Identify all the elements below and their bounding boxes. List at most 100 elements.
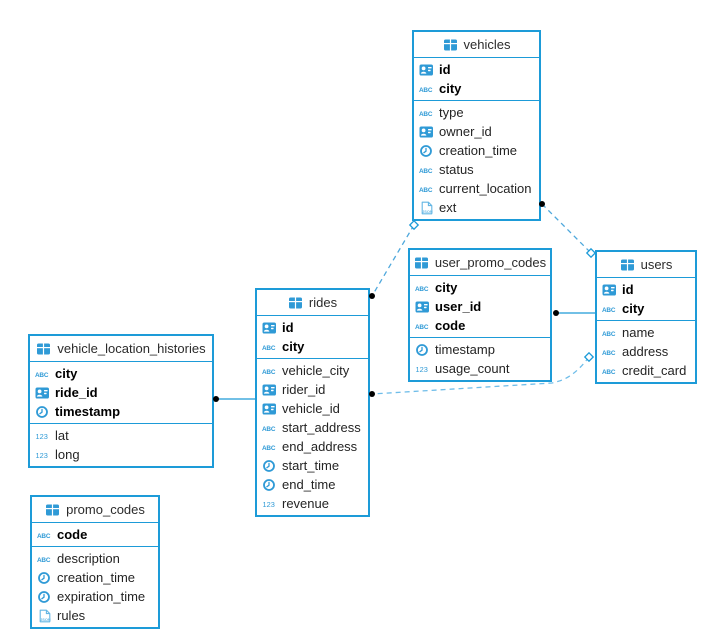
table-icon (620, 258, 636, 272)
number-type-icon: 123 (415, 362, 431, 376)
field-label: start_address (282, 420, 361, 435)
field-label: end_address (282, 439, 358, 454)
field-label: rules (57, 608, 86, 623)
table-title: vehicle_location_histories (57, 341, 206, 356)
field-label: long (55, 447, 80, 462)
number-type-icon: 123 (262, 497, 278, 511)
field-row: ABC current_location (414, 179, 539, 198)
field-row: ABC city (257, 337, 368, 356)
field-label: type (439, 105, 464, 120)
svg-text:ABC: ABC (37, 556, 51, 563)
relationship-dot-end (553, 310, 559, 316)
field-label: current_location (439, 181, 532, 196)
svg-text:ABC: ABC (262, 425, 276, 432)
person-badge-icon (602, 283, 618, 297)
table-icon (414, 256, 430, 270)
field-row: 123 lat (30, 426, 212, 445)
number-type-icon: 123 (35, 448, 51, 462)
table-icon (443, 38, 459, 52)
json-icon: JSON (419, 201, 435, 215)
clock-icon (262, 478, 278, 492)
field-row: vehicle_id (257, 399, 368, 418)
table-header[interactable]: vehicles (414, 32, 539, 58)
table-title: vehicles (463, 37, 511, 52)
field-row: ABC status (414, 160, 539, 179)
svg-text:ABC: ABC (602, 368, 616, 375)
field-label: ride_id (55, 385, 98, 400)
svg-text:ABC: ABC (262, 444, 276, 451)
fields-section: timestamp 123 usage_count (410, 338, 550, 380)
svg-text:123: 123 (36, 451, 48, 460)
abc-text-type-icon: ABC (262, 340, 278, 354)
number-type-icon: 123 (35, 429, 51, 443)
svg-text:ABC: ABC (35, 371, 49, 378)
abc-text-type-icon: ABC (37, 528, 53, 542)
abc-text-type-icon: ABC (602, 302, 618, 316)
field-label: status (439, 162, 474, 177)
svg-text:123: 123 (263, 500, 275, 509)
abc-text-type-icon: ABC (262, 440, 278, 454)
table-header[interactable]: user_promo_codes (410, 250, 550, 276)
svg-text:ABC: ABC (415, 285, 429, 292)
field-row: 123 long (30, 445, 212, 464)
field-row: rider_id (257, 380, 368, 399)
field-label: city (282, 339, 305, 354)
field-label: city (55, 366, 78, 381)
field-label: lat (55, 428, 69, 443)
field-label: name (622, 325, 655, 340)
table-header[interactable]: users (597, 252, 695, 278)
table-title: user_promo_codes (434, 255, 547, 270)
table-header[interactable]: vehicle_location_histories (30, 336, 212, 362)
field-label: usage_count (435, 361, 510, 376)
field-row: end_time (257, 475, 368, 494)
person-badge-icon (262, 383, 278, 397)
svg-text:ABC: ABC (419, 167, 433, 174)
relationship-diamond-end (583, 351, 595, 363)
abc-text-type-icon: ABC (602, 364, 618, 378)
primary-key-section: ABC city ride_id timestamp (30, 362, 212, 424)
abc-text-type-icon: ABC (419, 106, 435, 120)
relationship-diamond-end (408, 219, 420, 231)
field-label: credit_card (622, 363, 687, 378)
field-row: ABC end_address (257, 437, 368, 456)
field-row: id (257, 318, 368, 337)
table-header[interactable]: rides (257, 290, 368, 316)
table-header[interactable]: promo_codes (32, 497, 158, 523)
field-row: id (414, 60, 539, 79)
svg-text:123: 123 (36, 432, 48, 441)
svg-text:ABC: ABC (37, 532, 51, 539)
clock-icon (415, 343, 431, 357)
field-row: timestamp (30, 402, 212, 421)
abc-text-type-icon: ABC (37, 552, 53, 566)
svg-text:ABC: ABC (419, 86, 433, 93)
svg-text:ABC: ABC (419, 186, 433, 193)
field-label: description (57, 551, 120, 566)
field-row: ride_id (30, 383, 212, 402)
person-badge-icon (262, 321, 278, 335)
field-label: id (439, 62, 451, 77)
abc-text-type-icon: ABC (415, 281, 431, 295)
clock-icon (35, 405, 51, 419)
abc-text-type-icon: ABC (602, 326, 618, 340)
svg-text:123: 123 (416, 365, 428, 374)
abc-text-type-icon: ABC (602, 345, 618, 359)
field-row: timestamp (410, 340, 550, 359)
svg-text:ABC: ABC (602, 349, 616, 356)
table-icon (288, 296, 304, 310)
field-row: ABC description (32, 549, 158, 568)
field-label: vehicle_city (282, 363, 350, 378)
